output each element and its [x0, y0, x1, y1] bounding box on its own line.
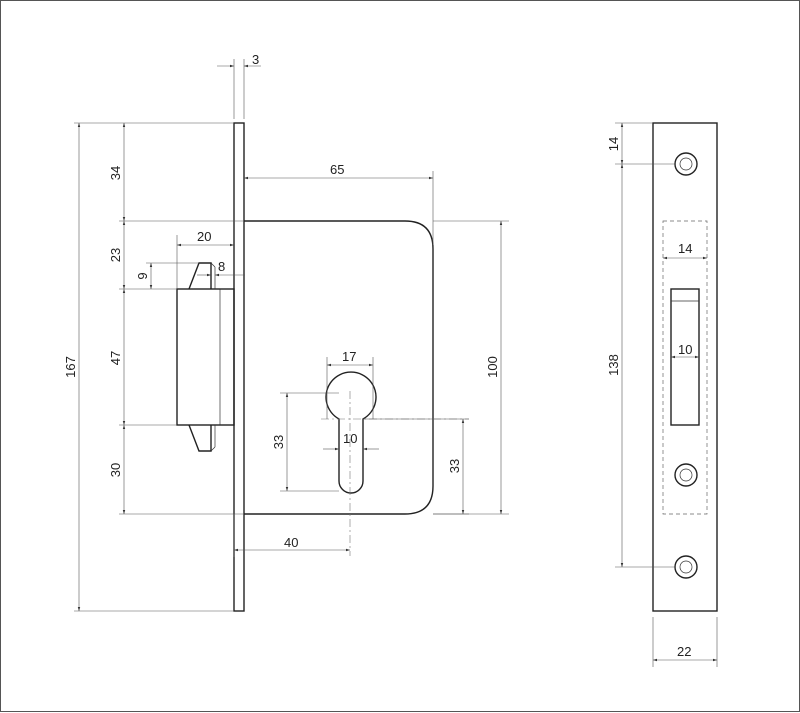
dim-strike-screw-spacing: 138	[606, 354, 621, 376]
dim-strike-plate-width: 22	[677, 644, 691, 659]
dim-backset: 40	[284, 535, 298, 550]
screw-hole-bottom	[674, 555, 698, 579]
dim-cylinder-slot: 10	[343, 431, 357, 446]
dimension-labels-strike: 14 138 14 10 22	[606, 137, 692, 659]
dim-strike-screw-offset: 14	[606, 137, 621, 151]
strike-dimension-lines	[615, 122, 718, 667]
dim-latch-throw: 20	[197, 229, 211, 244]
dim-total-length: 167	[63, 356, 78, 378]
mortise-lock-view	[176, 122, 469, 612]
dim-faceplate-thickness: 3	[252, 52, 259, 67]
dim-bolt-height: 47	[108, 351, 123, 365]
lock-case	[244, 220, 434, 515]
dim-cylinder-width: 17	[342, 349, 356, 364]
dim-top-offset: 34	[108, 166, 123, 180]
dim-strike-slot-width: 10	[678, 342, 692, 357]
dim-latch-tip: 8	[218, 259, 225, 274]
dimension-labels-lock: 3 65 34 23 20 8 9 47 30 167 40 17 10 33 …	[63, 52, 500, 550]
dim-cylinder-axis-offset: 33	[447, 459, 462, 473]
dimension-lines	[77, 64, 503, 611]
faceplate	[233, 122, 245, 612]
dim-case-depth: 100	[485, 356, 500, 378]
dim-strike-window-width: 14	[678, 241, 692, 256]
dim-latch-height: 9	[135, 272, 150, 279]
dim-case-height: 65	[330, 162, 344, 177]
latch-hook-bottom	[188, 424, 212, 452]
strike-box-outline	[662, 220, 708, 515]
screw-hole-middle	[674, 463, 698, 487]
strike-plate-view	[652, 122, 718, 612]
extension-lines	[74, 59, 509, 612]
screw-hole-top	[674, 152, 698, 176]
latch-hook-top	[188, 262, 212, 290]
dim-lower-offset: 30	[108, 463, 123, 477]
dead-bolt	[176, 288, 235, 426]
strike-plate	[652, 122, 718, 612]
dim-upper-gap: 23	[108, 248, 123, 262]
dim-cylinder-height: 33	[271, 435, 286, 449]
